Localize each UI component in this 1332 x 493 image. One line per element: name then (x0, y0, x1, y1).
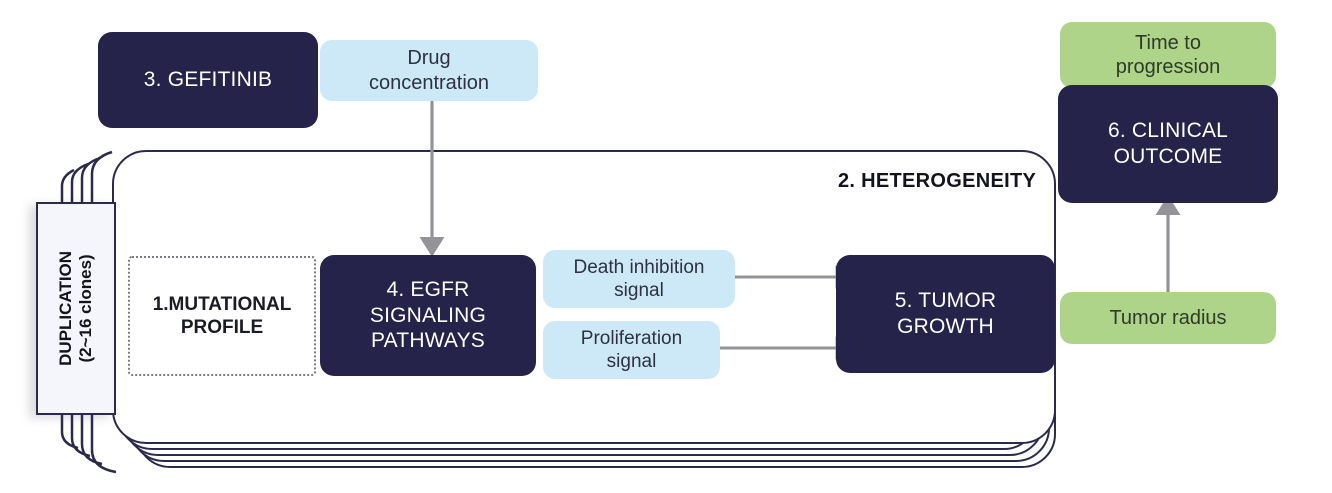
node-gefitinib-label: 3. GEFITINIB (143, 68, 273, 92)
node-death-inhibition-line-1: Death inhibition (573, 256, 705, 278)
node-tumor-growth[interactable]: 5. TUMOR GROWTH (836, 255, 1055, 373)
node-egfr-signaling-pathways[interactable]: 4. EGFR SIGNALING PATHWAYS (320, 255, 536, 376)
duplication-line-1: DUPLICATION (55, 251, 75, 366)
node-drug-concentration-line-2: concentration (368, 71, 490, 94)
node-tumor-radius[interactable]: Tumor radius (1060, 292, 1276, 344)
node-gefitinib[interactable]: 3. GEFITINIB (98, 32, 318, 128)
node-egfr-line-2: SIGNALING (369, 303, 487, 327)
node-time-to-progression-line-1: Time to (1135, 31, 1201, 54)
node-clinical-outcome[interactable]: 6. CLINICAL OUTCOME (1058, 85, 1278, 203)
node-drug-concentration-line-1: Drug (407, 47, 451, 70)
node-proliferation-line-2: signal (606, 351, 657, 372)
duplication-tab-label: DUPLICATION (2~16 clones) (56, 251, 97, 366)
node-time-to-progression-line-2: progression (1115, 56, 1221, 78)
node-clinical-outcome-line-1: 6. CLINICAL (1107, 119, 1229, 143)
node-mutational-profile-line-2: PROFILE (180, 317, 264, 338)
node-tumor-growth-line-2: GROWTH (897, 315, 994, 338)
node-proliferation-signal[interactable]: Proliferation signal (543, 321, 720, 379)
duplication-line-2: (2~16 clones) (76, 254, 95, 363)
node-tumor-growth-line-1: 5. TUMOR (894, 289, 997, 313)
node-death-inhibition-line-2: signal (614, 280, 664, 301)
node-egfr-line-1: 4. EGFR (386, 278, 470, 302)
duplication-tab: DUPLICATION (2~16 clones) (36, 202, 116, 415)
node-clinical-outcome-line-2: OUTCOME (1113, 145, 1223, 168)
node-drug-concentration[interactable]: Drug concentration (320, 40, 538, 101)
node-mutational-profile[interactable]: 1.MUTATIONAL PROFILE (128, 256, 316, 376)
node-egfr-line-3: PATHWAYS (371, 329, 485, 353)
node-death-inhibition-signal[interactable]: Death inhibition signal (543, 250, 735, 308)
node-time-to-progression[interactable]: Time to progression (1060, 22, 1276, 88)
heterogeneity-title: 2. HETEROGENEITY (838, 170, 1037, 192)
node-mutational-profile-line-1: 1.MUTATIONAL (152, 293, 292, 315)
node-tumor-radius-label: Tumor radius (1109, 306, 1227, 329)
node-proliferation-line-1: Proliferation (580, 327, 683, 349)
